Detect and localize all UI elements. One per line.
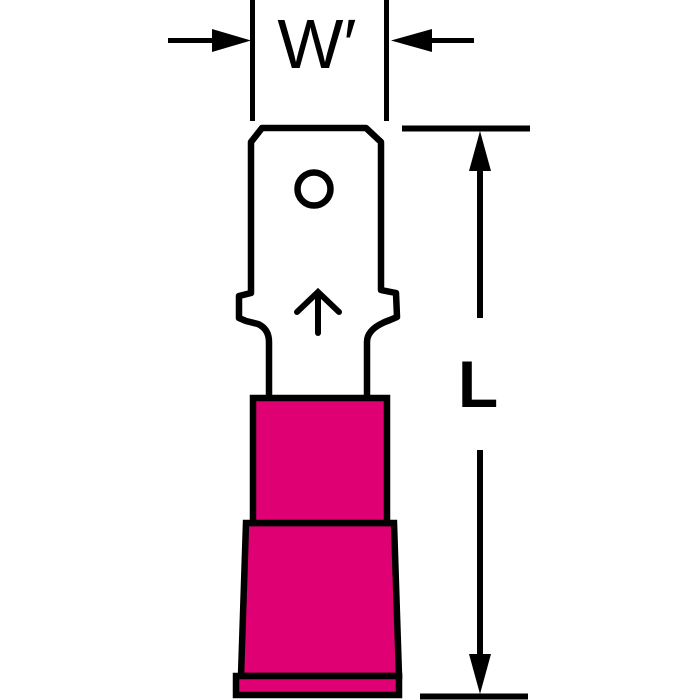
- width-dimension: W′: [168, 0, 474, 121]
- tab-hole: [294, 169, 334, 209]
- insulation-sleeve: [232, 394, 403, 699]
- width-arrowhead-right-icon: [391, 29, 432, 52]
- width-arrowhead-left-icon: [212, 29, 251, 52]
- length-dimension: L: [402, 125, 530, 700]
- insulation-flange: [232, 672, 403, 699]
- length-arrowhead-down-icon: [469, 654, 491, 694]
- width-label: W′: [277, 5, 356, 83]
- terminal-tab: [235, 124, 401, 402]
- terminal-tab-outline: [235, 124, 401, 402]
- insulation-sleeve-upper: [249, 394, 391, 527]
- length-arrowhead-up-icon: [469, 131, 491, 171]
- insulation-sleeve-lower: [237, 519, 403, 680]
- wire-direction-arrow-icon: [294, 287, 342, 336]
- length-label: L: [458, 347, 498, 421]
